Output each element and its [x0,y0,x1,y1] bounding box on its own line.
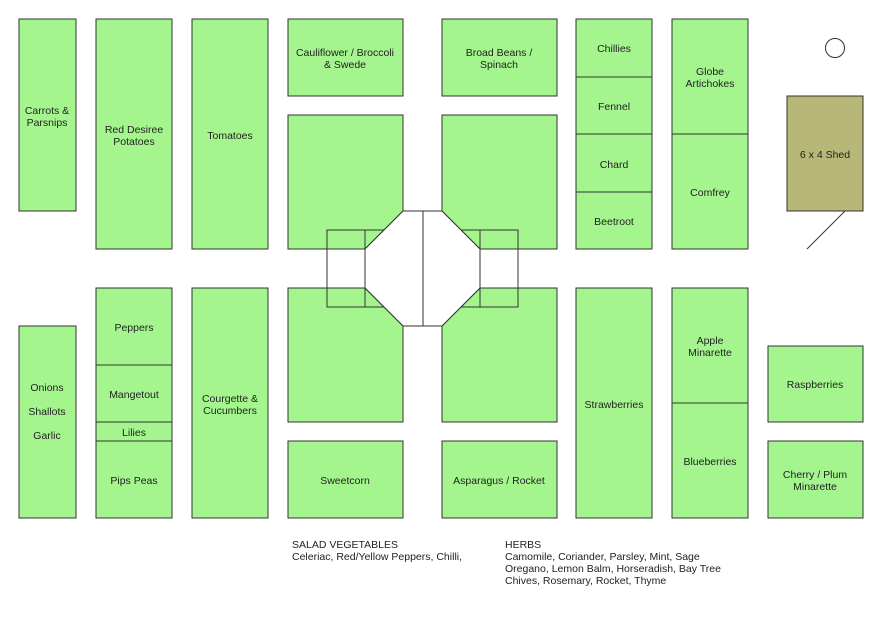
bed-courgette-label-1: Courgette & [202,393,258,405]
bed-cherry-plum-label-2: Minarette [793,481,837,493]
bed-shallots-label: Shallots [28,406,65,418]
bed-mangetout-label: Mangetout [109,389,159,401]
bed-cauliflower-label-2: & Swede [324,59,366,71]
salad-vegetables-note: SALAD VEGETABLES Celeriac, Red/Yellow Pe… [292,539,462,563]
herbs-note: HERBS Camomile, Coriander, Parsley, Mint… [505,539,721,587]
bed-beetroot-label: Beetroot [594,216,634,228]
bed-globe-artichokes[interactable] [671,18,749,135]
bed-chard-label: Chard [600,159,629,171]
salad-heading: SALAD VEGETABLES [292,539,399,551]
bed-pips-peas[interactable] [95,440,173,519]
bed-tomatoes[interactable] [191,18,269,250]
bed-lilies-label: Lilies [122,427,146,439]
bed-chillies[interactable] [575,18,653,78]
bed-potatoes[interactable] [95,18,173,250]
central-path [326,210,519,327]
bed-pips-peas-label: Pips Peas [110,475,157,487]
bed-onions-shallots-garlic[interactable] [18,325,77,519]
bed-courgette-label-2: Cucumbers [203,405,257,417]
bed-broad-beans[interactable] [441,18,558,97]
bed-tomatoes-label: Tomatoes [207,130,253,142]
bed-potatoes-label-2: Potatoes [113,136,154,148]
salad-line-1: Celeriac, Red/Yellow Peppers, Chilli, [292,551,463,563]
bed-artichokes-label-1: Globe [696,66,724,78]
bed-apple-minarette[interactable] [671,287,749,404]
bed-sweetcorn[interactable] [287,440,404,519]
herbs-line-3: Chives, Rosemary, Rocket, Thyme [505,575,667,587]
bed-broad-beans-label-2: Spinach [480,59,518,71]
bed-cherry-plum-label-1: Cherry / Plum [783,469,847,481]
bed-blueberries-label: Blueberries [683,456,736,468]
bed-apple-label-1: Apple [697,335,724,347]
bed-mangetout[interactable] [95,364,173,423]
shed[interactable] [786,95,864,212]
bed-onions-label: Onions [30,382,63,394]
bed-carrots-label-2: Parsnips [27,117,68,129]
bed-beetroot[interactable] [575,191,653,250]
bed-courgette-cucumbers[interactable] [191,287,269,519]
bed-strawberries-label: Strawberries [585,399,644,411]
shed-door-line [806,210,846,250]
bed-comfrey[interactable] [671,133,749,250]
bed-blueberries[interactable] [671,402,749,519]
bed-peppers[interactable] [95,287,173,366]
water-butt-icon [825,38,845,58]
herbs-heading: HERBS [505,539,542,551]
bed-raspberries[interactable] [767,345,864,423]
bed-peppers-label: Peppers [114,322,153,334]
bed-raspberries-label: Raspberries [787,379,844,391]
bed-apple-label-2: Minarette [688,347,732,359]
bed-chillies-label: Chillies [597,43,631,55]
bed-chard[interactable] [575,133,653,193]
shed-label: 6 x 4 Shed [800,149,850,161]
bed-cauliflower-label-1: Cauliflower / Broccoli [296,47,394,59]
bed-strawberries[interactable] [575,287,653,519]
bed-asparagus-label: Asparagus / Rocket [453,475,545,487]
herbs-line-1: Camomile, Coriander, Parsley, Mint, Sage [505,551,700,563]
bed-cherry-plum-minarette[interactable] [767,440,864,519]
bed-carrots-parsnips[interactable] [18,18,77,212]
bed-potatoes-label-1: Red Desiree [105,124,164,136]
herbs-line-2: Oregano, Lemon Balm, Horseradish, Bay Tr… [505,563,721,575]
bed-fennel-label: Fennel [598,101,630,113]
bed-carrots-label-1: Carrots & [25,105,69,117]
bed-sweetcorn-label: Sweetcorn [320,475,370,487]
bed-cauliflower[interactable] [287,18,404,97]
bed-broad-beans-label-1: Broad Beans / [466,47,533,59]
bed-comfrey-label: Comfrey [690,187,730,199]
bed-garlic-label: Garlic [33,430,60,442]
bed-artichokes-label-2: Artichokes [685,78,734,90]
bed-fennel[interactable] [575,76,653,135]
bed-asparagus-rocket[interactable] [441,440,558,519]
